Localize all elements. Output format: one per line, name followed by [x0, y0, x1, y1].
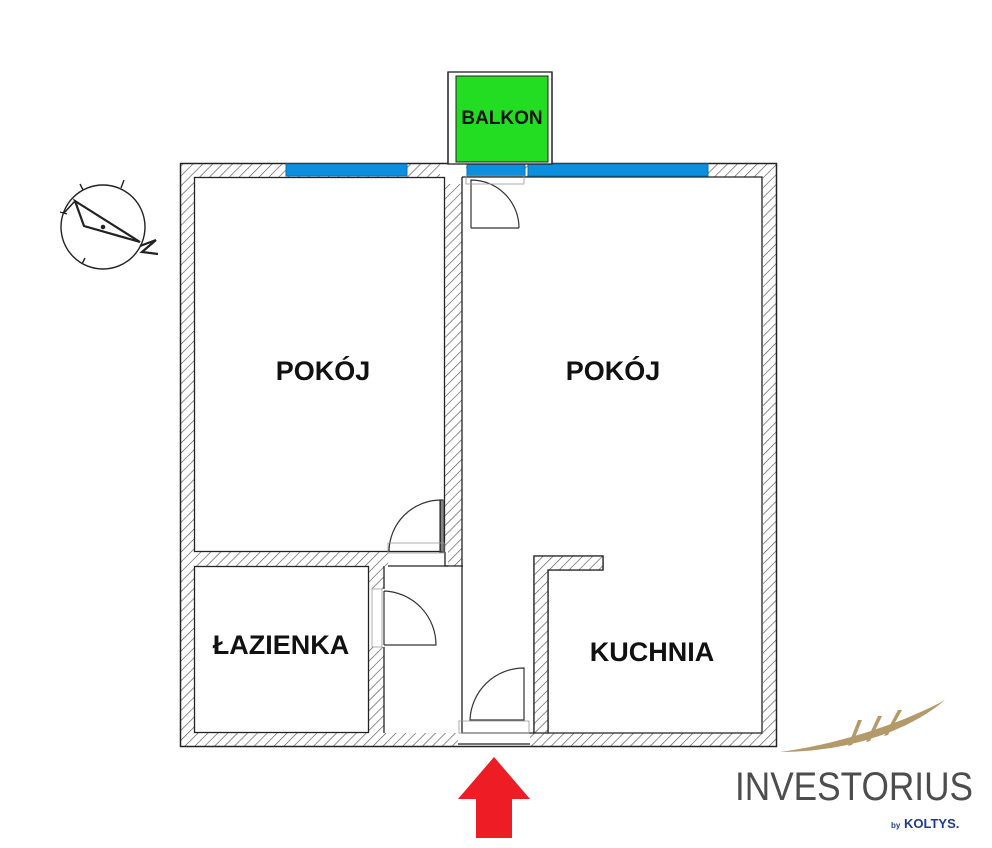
logo-swoosh-icon: [780, 700, 945, 752]
room-label-room-right: POKÓJ: [566, 355, 661, 386]
balcony: [447, 71, 553, 165]
logo-name: INVESTORIUS: [735, 765, 973, 809]
doors: [371, 175, 530, 745]
logo-by: by: [891, 821, 901, 830]
window-left-room: [285, 163, 408, 177]
windows: [285, 163, 709, 177]
logo-brand: KOLTYS.: [904, 816, 959, 831]
walls: [179, 162, 778, 748]
entrance-arrow-icon: [458, 757, 530, 838]
room-label-bathroom: ŁAZIENKA: [213, 630, 350, 660]
investorius-logo: INVESTORIUS by KOLTYS.: [735, 700, 973, 831]
door-balcony: [465, 175, 525, 229]
room-label-room-left: POKÓJ: [276, 355, 371, 386]
compass-icon: [59, 179, 159, 270]
room-label-balcony: BALKON: [461, 108, 542, 129]
window-balcony-door: [466, 163, 526, 177]
window-right-room: [527, 163, 709, 177]
door-bathroom: [371, 588, 437, 648]
door-entrance: [458, 667, 530, 745]
door-left-room: [387, 499, 448, 567]
room-label-kitchen: KUCHNIA: [590, 637, 715, 667]
